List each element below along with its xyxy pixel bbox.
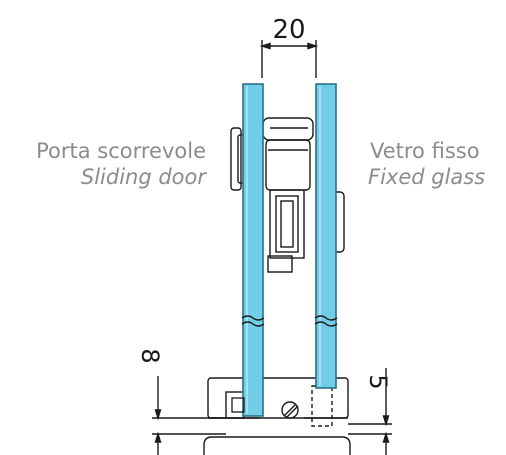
dimension-5-text: 5 <box>364 374 392 389</box>
sliding-door-glass <box>241 83 265 417</box>
dimension-20-text: 20 <box>272 15 305 45</box>
fixed-glass <box>314 83 338 389</box>
sliding-door-label-it: Porta scorrevole <box>36 139 206 163</box>
dimension-20: 20 <box>259 15 319 78</box>
dimension-5: 5 <box>348 368 392 455</box>
dimension-8: 8 <box>136 348 226 455</box>
bottom-clip <box>231 397 245 413</box>
sliding-door-label-en: Sliding door <box>80 165 206 189</box>
fixed-glass-label-it: Vetro fisso <box>370 139 480 163</box>
floor-guide <box>203 377 351 455</box>
fixed-glass-label-en: Fixed glass <box>368 165 486 189</box>
pulley-body <box>262 117 314 273</box>
dimension-8-text: 8 <box>136 348 164 363</box>
